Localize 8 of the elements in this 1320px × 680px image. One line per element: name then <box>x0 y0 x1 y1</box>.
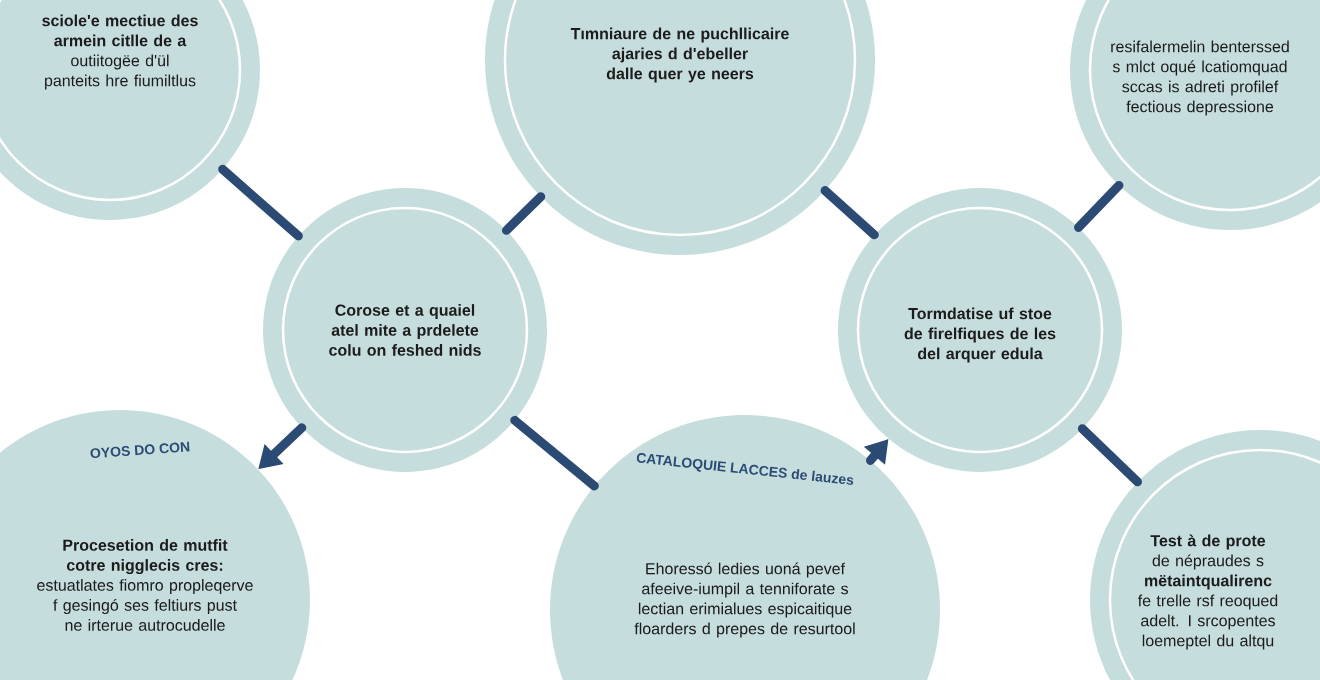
tool-connector <box>218 164 303 241</box>
circle-node: Tormdatise uf stoe de firelfiques de les del arquer edula <box>838 188 1122 472</box>
tool-connector <box>501 192 546 235</box>
tool-connector <box>1074 180 1124 232</box>
tool-connector <box>1077 424 1142 487</box>
tool-connector <box>510 415 599 491</box>
circle-node: Corose et a quaiel atel mite a prdelete colu on feshed nids <box>263 188 547 472</box>
tool-connector <box>820 186 879 240</box>
